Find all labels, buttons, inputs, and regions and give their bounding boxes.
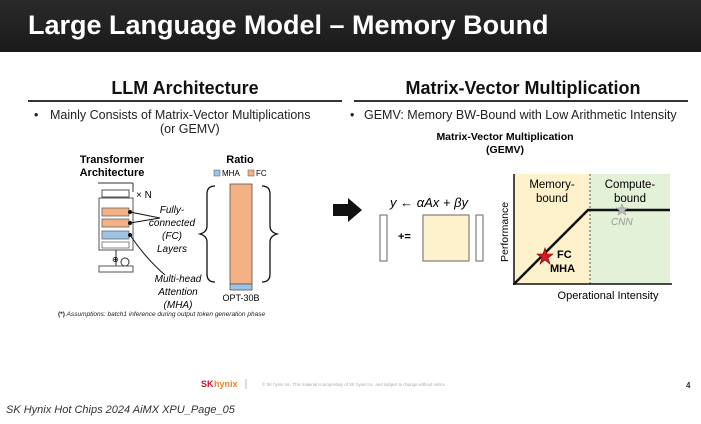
page-number: 4 <box>686 381 691 390</box>
memory-bound-label-2: bound <box>536 193 568 205</box>
fc-ratio-bar <box>229 183 253 285</box>
right-brace <box>261 185 280 283</box>
mha-label-1: Multi-head <box>155 274 202 285</box>
footnote: (*) Assumptions: batch1 inference during… <box>58 311 265 318</box>
slide-title: Large Language Model – Memory Bound <box>28 10 549 40</box>
repeat-label: × N <box>136 190 152 201</box>
right-bullet: GEMV: Memory BW-Bound with Low Arithmeti… <box>364 108 677 122</box>
image-caption: SK Hynix Hot Chips 2024 AiMX XPU_Page_05 <box>6 404 235 416</box>
transformer-label-2: Architecture <box>80 167 145 179</box>
mha-label-3: (MHA) <box>164 300 193 311</box>
left-bullet-line2: (or GEMV) <box>160 122 220 136</box>
llm-architecture-heading: LLM Architecture <box>111 78 259 98</box>
footnote-text: Assumptions: batch1 inference during out… <box>66 311 266 318</box>
gemv-equation: y ← αAx + βy <box>389 195 470 210</box>
gemv-subtitle-1: Matrix-Vector Multiplication <box>436 131 573 143</box>
legend-mha-label: MHA <box>222 169 240 178</box>
cnn-label: CNN <box>611 217 633 228</box>
roofline <box>513 208 670 285</box>
fc-label-2: connected <box>149 218 196 229</box>
fc-label-3: (FC) <box>162 231 182 242</box>
mha-ratio-bar <box>229 283 253 291</box>
fc-layer-block <box>101 207 130 217</box>
vector-x <box>475 214 484 262</box>
matrix-vector-heading: Matrix-Vector Multiplication <box>405 78 641 98</box>
footnote-mark: (*) <box>58 311 65 318</box>
memory-bound-label-1: Memory- <box>529 179 575 191</box>
matrix-a <box>422 214 470 262</box>
model-label: OPT-30B <box>222 293 259 303</box>
left-bullet-line1: Mainly Consists of Matrix-Vector Multipl… <box>50 108 311 122</box>
fc-label-1: Fully- <box>160 205 185 216</box>
fc-point-label: FC <box>557 249 572 261</box>
hynix-logo: hynix <box>214 379 238 389</box>
x-axis-label: Operational Intensity <box>558 290 659 302</box>
mha-point-label: MHA <box>550 263 575 275</box>
arrow-icon <box>333 198 362 222</box>
star-fc-mha-icon <box>536 247 554 265</box>
transformer-label-1: Transformer <box>80 154 145 166</box>
mha-layer-block <box>101 230 130 240</box>
sk-logo: SK <box>201 379 214 389</box>
roofline-chart <box>513 174 672 285</box>
vector-y <box>379 214 388 262</box>
memory-bound-region <box>514 174 590 284</box>
mha-label-2: Attention <box>157 287 198 298</box>
plus-equals: += <box>398 231 411 243</box>
copyright-notice: © SK hynix Inc. This material is proprie… <box>262 382 446 387</box>
fc-layer-block <box>101 218 130 228</box>
star-cnn-icon <box>615 203 629 216</box>
transformer-block-diagram: ⊕ <box>98 182 166 276</box>
legend-fc-label: FC <box>256 169 267 178</box>
legend-fc-swatch <box>247 169 255 177</box>
svg-text:⊕: ⊕ <box>112 255 119 264</box>
compute-bound-region <box>590 174 670 284</box>
compute-bound-label-2: bound <box>614 193 646 205</box>
right-heading-rule <box>354 100 688 102</box>
left-heading-rule <box>28 100 342 102</box>
compute-bound-label-1: Compute- <box>605 179 656 191</box>
y-axis-label: Performance <box>499 202 511 262</box>
title-bar <box>0 0 701 52</box>
fc-label-4: Layers <box>157 244 187 255</box>
gemv-subtitle-2: (GEMV) <box>486 144 524 156</box>
legend-mha-swatch <box>213 169 221 177</box>
ratio-title: Ratio <box>226 154 254 166</box>
left-bullet-dot: • <box>34 108 39 122</box>
left-brace <box>197 185 216 283</box>
positional-encoding-icon <box>120 257 130 267</box>
right-bullet-dot: • <box>350 108 355 122</box>
